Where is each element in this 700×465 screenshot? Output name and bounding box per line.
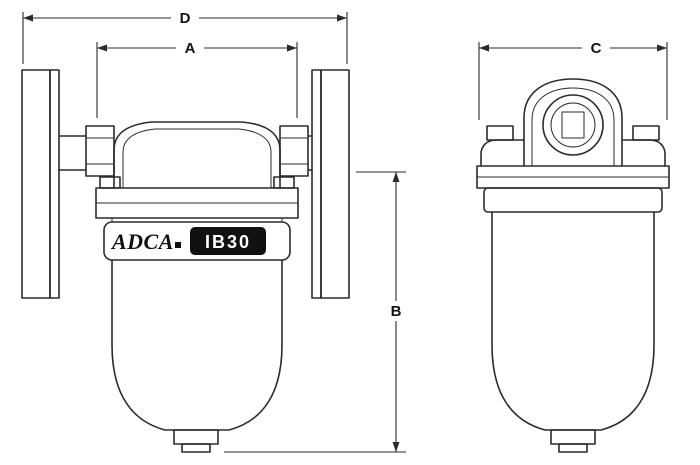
- dimension-d-label: D: [180, 10, 191, 27]
- cap-boss-inner: [550, 102, 596, 148]
- cap-square-socket: [561, 111, 585, 139]
- arrow-right-icon: [657, 44, 667, 52]
- right-flange: [320, 69, 350, 299]
- dimension-a: A: [96, 38, 298, 118]
- arrow-left-icon: [23, 14, 33, 22]
- left-lug-bolt: [486, 125, 514, 141]
- dimension-c: C: [478, 38, 668, 120]
- trap-body-front: [111, 259, 283, 453]
- drain-plug-front: [173, 429, 219, 445]
- arrow-right-icon: [337, 14, 347, 22]
- side-cap: [523, 78, 623, 167]
- nameplate: ADCA IB30: [103, 218, 291, 261]
- right-bolt-head: [273, 176, 295, 189]
- arrow-left-icon: [479, 44, 489, 52]
- brand-dot: [175, 242, 181, 248]
- dimension-b: B: [224, 171, 409, 453]
- right-lug-bolt: [632, 125, 660, 141]
- arrow-right-icon: [287, 44, 297, 52]
- cap-boss-outer: [542, 94, 604, 156]
- right-flange-face: [311, 69, 322, 299]
- dimension-a-label: A: [185, 40, 196, 57]
- right-lug: [621, 125, 666, 167]
- trap-body-side: [491, 211, 655, 453]
- arrow-down-icon: [392, 442, 400, 452]
- right-union-nut: [279, 125, 309, 177]
- nameplate-model: IB30: [205, 232, 251, 252]
- left-pipe: [58, 135, 87, 171]
- drain-plug-tip-side: [558, 443, 588, 453]
- side-flange-plate: [476, 165, 670, 213]
- arrow-left-icon: [97, 44, 107, 52]
- left-lug: [480, 125, 525, 167]
- left-bolt-head: [99, 176, 121, 189]
- drain-plug-tip-front: [181, 443, 211, 453]
- dimension-d: D: [22, 8, 348, 64]
- side-view: [476, 78, 670, 453]
- nameplate-brand: ADCA: [110, 229, 174, 254]
- front-view: ADCA IB30: [21, 69, 350, 453]
- arrow-up-icon: [392, 172, 400, 182]
- left-flange-face: [49, 69, 60, 299]
- left-flange: [21, 69, 51, 299]
- side-band: [483, 187, 663, 213]
- drain-plug-side: [550, 429, 596, 445]
- cover-cap: [113, 121, 281, 189]
- cover-flange-plate: [95, 176, 299, 219]
- left-union-nut: [85, 125, 115, 177]
- dimension-c-label: C: [591, 40, 602, 57]
- model-badge: [190, 227, 266, 255]
- dimension-b-label: B: [391, 303, 402, 320]
